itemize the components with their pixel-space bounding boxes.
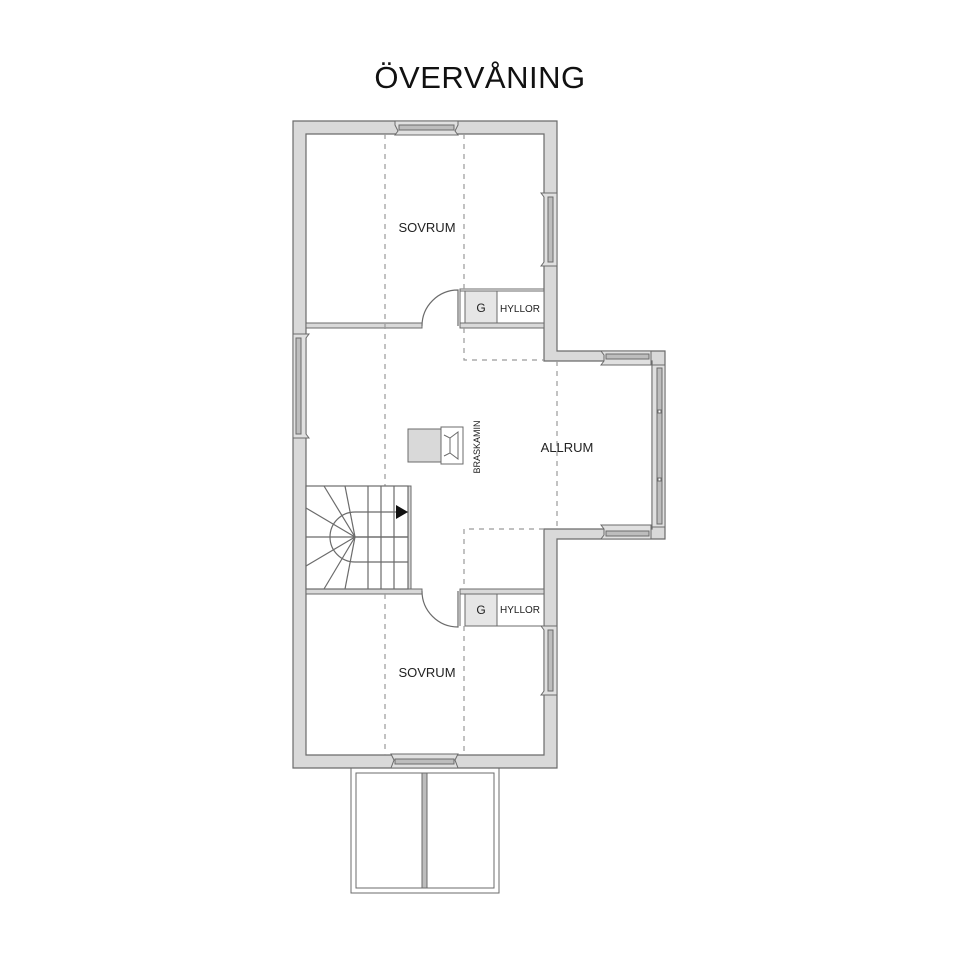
ceiling-slope-lines: [384, 134, 558, 755]
room-label-family-room: ALLRUM: [541, 440, 594, 455]
closet-bottom: [459, 593, 545, 627]
floor-plan-title: ÖVERVÅNING: [374, 60, 586, 95]
closet-bottom-g-label: G: [476, 603, 485, 617]
doors: [421, 289, 459, 628]
room-label-bedroom-bottom: SOVRUM: [398, 665, 455, 680]
stair-direction-arrow: [396, 505, 408, 519]
closet-top: [459, 290, 545, 324]
room-label-bedroom-top: SOVRUM: [398, 220, 455, 235]
windows: [292, 120, 666, 769]
closet-top-g-label: G: [476, 301, 485, 315]
fireplace-stove: [407, 426, 464, 465]
fireplace-label: BRASKAMIN: [472, 420, 482, 473]
balcony: [350, 767, 500, 894]
door-bottom-bedroom: [421, 590, 459, 628]
door-top-bedroom: [421, 289, 459, 327]
staircase: [305, 485, 409, 590]
closet-bottom-shelves-label: HYLLOR: [500, 605, 540, 616]
closet-top-shelves-label: HYLLOR: [500, 304, 540, 315]
